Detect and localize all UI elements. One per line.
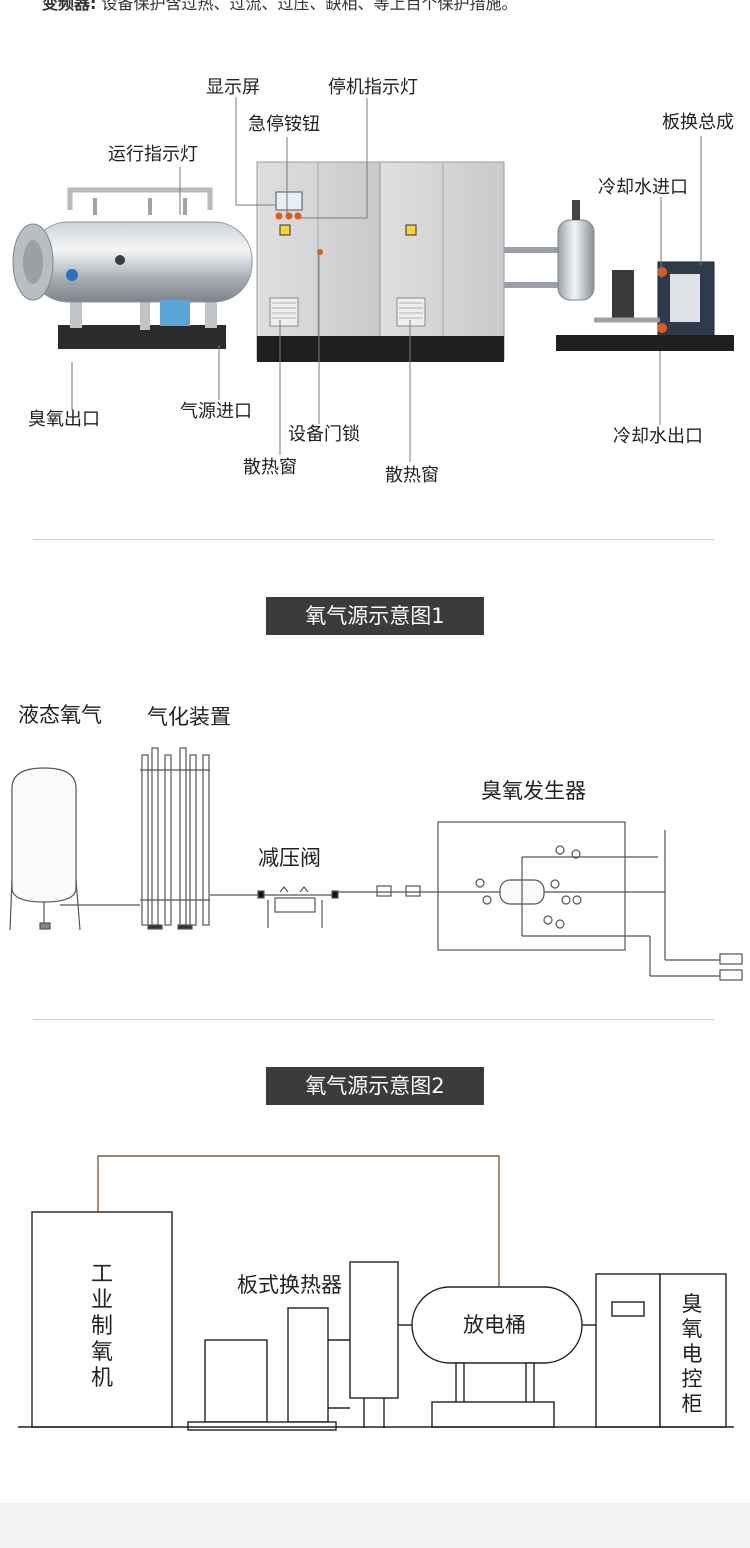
label-ozone-outlet: 臭氧出口 [28,409,100,430]
vaporizer-unit [140,747,210,930]
liquid-oxygen-tank [11,767,77,903]
pressure-reducer-valve [257,886,339,928]
intro-text: 设备保护含过热、过流、过压、缺相、等上百个保护措施。 [101,0,518,13]
section2-title: 氧气源示意图2 [266,1067,484,1105]
plate-exchanger-box [349,1261,399,1399]
label-vent-window-2: 散热窗 [385,465,439,486]
label-oxygen-maker: 工业制氧机 [90,1262,113,1391]
label-door-lock: 设备门锁 [288,424,360,445]
label-pressure-reducer: 减压阀 [258,846,321,870]
label-stop-indicator: 停机指示灯 [328,77,418,98]
control-cabinet-left [595,1273,661,1428]
label-plate-exchanger: 板式换热器 [237,1273,342,1297]
label-control-cabinet: 臭氧电控柜 [681,1292,703,1416]
page-footer-band [0,1503,750,1548]
label-ozone-generator: 臭氧发生器 [481,779,586,803]
label-plate-assembly: 板换总成 [662,112,734,133]
label-vent-window-1: 散热窗 [243,457,297,478]
label-run-indicator: 运行指示灯 [108,144,198,165]
ozone-generator-box [437,821,626,951]
label-liquid-oxygen: 液态氧气 [18,703,102,727]
intro-prefix: 变频器: [42,0,97,13]
label-emergency-stop: 急停铵钮 [248,114,320,135]
label-display-screen: 显示屏 [206,77,260,98]
cooling-assembly [504,200,734,351]
label-vaporizer: 气化装置 [147,705,231,729]
label-discharge-tank: 放电桶 [463,1313,526,1337]
label-cooling-water-outlet: 冷却水出口 [613,426,703,447]
divider-2 [33,1019,714,1020]
oxygen-maker-box [31,1211,173,1428]
generator-tank [12,187,253,349]
oxygen-source-diagram-1 [9,747,743,981]
intro-line: 变频器: 设备保护含过热、过流、过压、缺相、等上百个保护措施。 [42,0,518,14]
divider-1 [33,539,714,540]
equipment-illustration [12,97,734,462]
control-cabinets [256,161,505,362]
oxygen-source-diagram-2 [18,1155,734,1431]
label-cooling-water-inlet: 冷却水进口 [598,177,688,198]
section1-title: 氧气源示意图1 [266,597,484,635]
label-gas-inlet: 气源进口 [180,401,252,422]
